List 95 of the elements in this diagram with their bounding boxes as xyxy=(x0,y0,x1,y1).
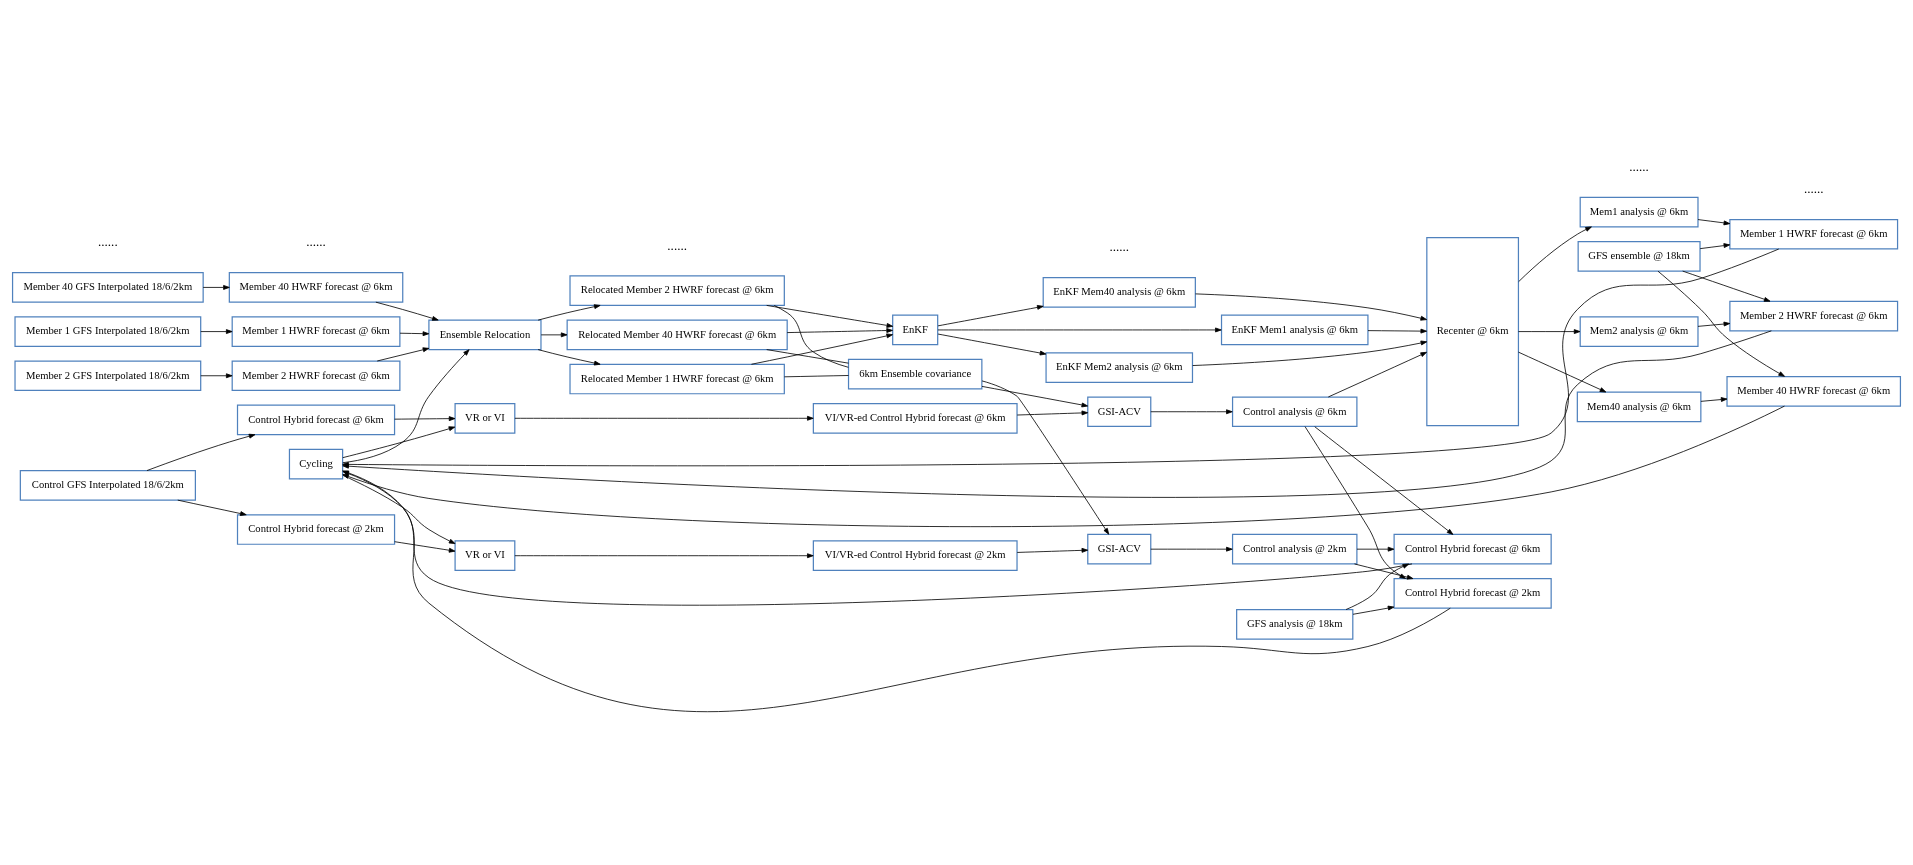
node-box: Member 40 HWRF forecast @ 6km xyxy=(228,272,404,303)
arrow xyxy=(751,333,893,365)
node-box: Member 1 HWRF forecast @ 6km xyxy=(1729,218,1899,250)
node-box: Member 2 HWRF forecast @ 6km xyxy=(1729,300,1899,332)
arrow xyxy=(981,385,1089,408)
node-box: EnKF Mem1 analysis @ 6km xyxy=(1220,314,1369,346)
arrow xyxy=(1150,546,1233,552)
arrow xyxy=(1016,547,1089,553)
node-box: VI/VR-ed Control Hybrid forecast @ 6km xyxy=(812,402,1018,434)
arrow xyxy=(375,301,439,321)
node-box: Relocated Member 40 HWRF forecast @ 6km xyxy=(566,319,788,351)
node-box: GFS analysis @ 18km xyxy=(1236,609,1354,640)
arrow xyxy=(376,347,430,362)
arrow xyxy=(1314,426,1454,535)
arrow xyxy=(937,333,1047,356)
node-box: Relocated Member 1 HWRF forecast @ 6km xyxy=(569,363,785,395)
label: ...... xyxy=(667,237,687,253)
node-box: GSI-ACV xyxy=(1087,396,1152,428)
label: ...... xyxy=(1629,159,1649,175)
label: ...... xyxy=(1109,239,1130,255)
node-box: VR or VI xyxy=(454,540,516,572)
node-box: Control Hybrid forecast @ 6km xyxy=(1393,533,1552,565)
node-box: Cycling xyxy=(288,448,344,480)
node-box: EnKF xyxy=(892,314,939,346)
node-box: 6km Ensemble covariance xyxy=(847,358,983,390)
node-box: GSI-ACV xyxy=(1087,533,1152,565)
node-box: Control GFS Interpolated 18/6/2km xyxy=(19,470,196,501)
connector xyxy=(773,305,849,368)
arrow xyxy=(342,426,456,459)
arrow xyxy=(200,329,233,334)
arrow xyxy=(1150,409,1233,415)
node-box: EnKF Mem2 analysis @ 6km xyxy=(1045,352,1194,383)
arrow xyxy=(786,328,893,333)
arrow xyxy=(399,331,430,337)
node-box: Control Hybrid forecast @ 2km xyxy=(236,514,396,545)
arrow xyxy=(177,499,247,516)
node-box: Member 2 GFS Interpolated 18/6/2km xyxy=(14,360,202,392)
arrow xyxy=(342,349,470,464)
arrow xyxy=(1699,243,1731,250)
arrow xyxy=(1192,340,1428,366)
arrow xyxy=(1682,270,1771,302)
node-box: Member 40 HWRF forecast @ 6km xyxy=(1726,375,1902,407)
arrow xyxy=(1518,329,1581,334)
arrow xyxy=(1345,563,1410,610)
arrow xyxy=(1518,226,1592,282)
label: ...... xyxy=(1803,181,1824,197)
arrow xyxy=(937,305,1044,327)
arrow xyxy=(937,327,1222,333)
arrow xyxy=(1697,219,1731,226)
arrow xyxy=(1354,563,1414,580)
arrow xyxy=(1657,270,1785,377)
node-box: Member 1 HWRF forecast @ 6km xyxy=(231,316,401,347)
arrow xyxy=(342,474,456,544)
arrow xyxy=(394,416,456,422)
node-box: Mem2 analysis @ 6km xyxy=(1579,316,1699,347)
node-box: EnKF Mem40 analysis @ 6km xyxy=(1042,277,1196,308)
node-box: Member 40 GFS Interpolated 18/6/2km xyxy=(11,272,204,303)
node-box: GFS ensemble @ 18km xyxy=(1577,241,1701,272)
node-box: Mem1 analysis @ 6km xyxy=(1579,196,1699,228)
node-box: Control analysis @ 2km xyxy=(1231,533,1358,565)
node-box: VI/VR-ed Control Hybrid forecast @ 2km xyxy=(812,540,1018,572)
arrow xyxy=(1356,546,1395,552)
arrow xyxy=(200,373,233,379)
node-box: VR or VI xyxy=(454,402,516,434)
arrow xyxy=(1195,293,1427,321)
arrow xyxy=(1016,410,1089,416)
arrow xyxy=(514,415,814,421)
label: ...... xyxy=(98,234,118,250)
arrow xyxy=(202,285,230,290)
arrow xyxy=(981,380,1110,535)
node-box: Control Hybrid forecast @ 2km xyxy=(1393,578,1552,609)
connector xyxy=(784,375,849,378)
arrow xyxy=(394,541,456,553)
node-box: Control analysis @ 6km xyxy=(1231,396,1358,428)
arrow xyxy=(1327,351,1427,398)
connector xyxy=(766,349,849,364)
arrow xyxy=(540,332,568,338)
node-box: Member 1 GFS Interpolated 18/6/2km xyxy=(14,316,202,347)
node-box: Recenter @ 6km xyxy=(1426,236,1520,427)
node-box: Member 2 HWRF forecast @ 6km xyxy=(231,360,401,392)
node-box: Control Hybrid forecast @ 6km xyxy=(236,404,396,436)
label: ...... xyxy=(306,234,326,250)
arrow xyxy=(537,349,601,366)
arrow xyxy=(766,305,894,328)
node-box: Ensemble Relocation xyxy=(428,319,542,351)
arrow xyxy=(1700,397,1728,402)
arrow xyxy=(537,304,601,321)
arrow xyxy=(1518,351,1607,393)
arrow xyxy=(1304,426,1407,579)
arrow xyxy=(1352,605,1395,615)
arrow xyxy=(1367,328,1428,334)
arrow xyxy=(1697,321,1731,327)
arrow xyxy=(146,433,256,471)
node-box: Mem40 analysis @ 6km xyxy=(1576,391,1702,423)
arrow xyxy=(514,553,814,559)
